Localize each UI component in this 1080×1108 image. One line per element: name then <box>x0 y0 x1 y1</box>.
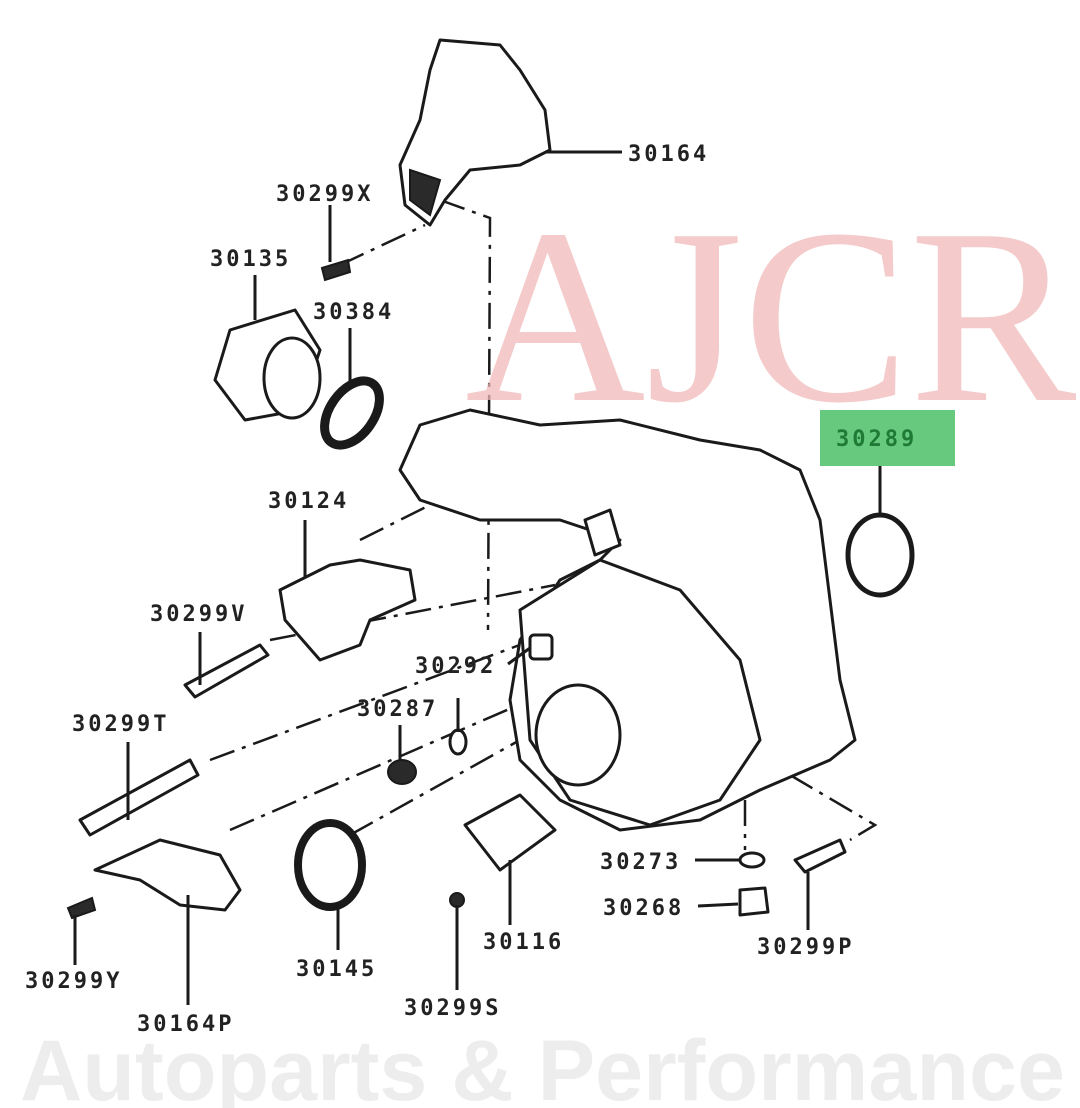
label-30164[interactable]: 30164 <box>628 142 709 167</box>
label-30292[interactable]: 30292 <box>415 654 496 679</box>
part-30384-seal[interactable] <box>313 371 390 455</box>
label-30116[interactable]: 30116 <box>483 930 564 955</box>
highlight-box <box>820 410 955 466</box>
label-30287[interactable]: 30287 <box>357 697 438 722</box>
part-30135-sleeve[interactable] <box>213 308 322 422</box>
watermark-tagline: Autoparts & Performance <box>20 1023 1065 1108</box>
part-30124-bracket[interactable] <box>278 558 417 662</box>
part-30289-o-ring[interactable] <box>845 512 915 598</box>
label-30273[interactable]: 30273 <box>600 850 681 875</box>
label-30299T[interactable]: 30299T <box>72 712 169 737</box>
part-30299S-bolt[interactable] <box>449 892 465 908</box>
label-30299V[interactable]: 30299V <box>150 602 247 627</box>
part-30268-plug[interactable] <box>738 886 770 917</box>
watermark-brand: AJCR <box>465 178 1077 455</box>
label-30289[interactable]: 30289 <box>836 427 917 452</box>
part-30299X-bolt[interactable] <box>320 258 352 282</box>
leader-lines <box>73 150 882 1005</box>
part-30287-plug[interactable] <box>387 759 417 785</box>
part-30299T-bolt[interactable] <box>78 758 200 837</box>
part-30145-seal[interactable] <box>294 819 366 911</box>
part-30164P-cover[interactable] <box>93 838 242 912</box>
label-30299X[interactable]: 30299X <box>276 182 373 207</box>
label-30268[interactable]: 30268 <box>603 896 684 921</box>
part-30116-plate[interactable] <box>463 793 557 872</box>
label-30384[interactable]: 30384 <box>313 300 394 325</box>
label-30124[interactable]: 30124 <box>268 489 349 514</box>
label-30299S[interactable]: 30299S <box>404 996 501 1021</box>
label-30164P[interactable]: 30164P <box>137 1012 234 1037</box>
part-30292-dowel[interactable] <box>528 633 554 661</box>
part-30299P-bolt[interactable] <box>793 838 847 874</box>
label-30299Y[interactable]: 30299Y <box>25 969 122 994</box>
label-30135[interactable]: 30135 <box>210 247 291 272</box>
label-30145[interactable]: 30145 <box>296 957 377 982</box>
part-30299V-bolt[interactable] <box>183 643 270 699</box>
part-30273-washer[interactable] <box>738 851 766 869</box>
label-30299P[interactable]: 30299P <box>757 935 854 960</box>
part-washer[interactable] <box>448 728 468 756</box>
part-30299Y-bolt[interactable] <box>66 896 97 920</box>
